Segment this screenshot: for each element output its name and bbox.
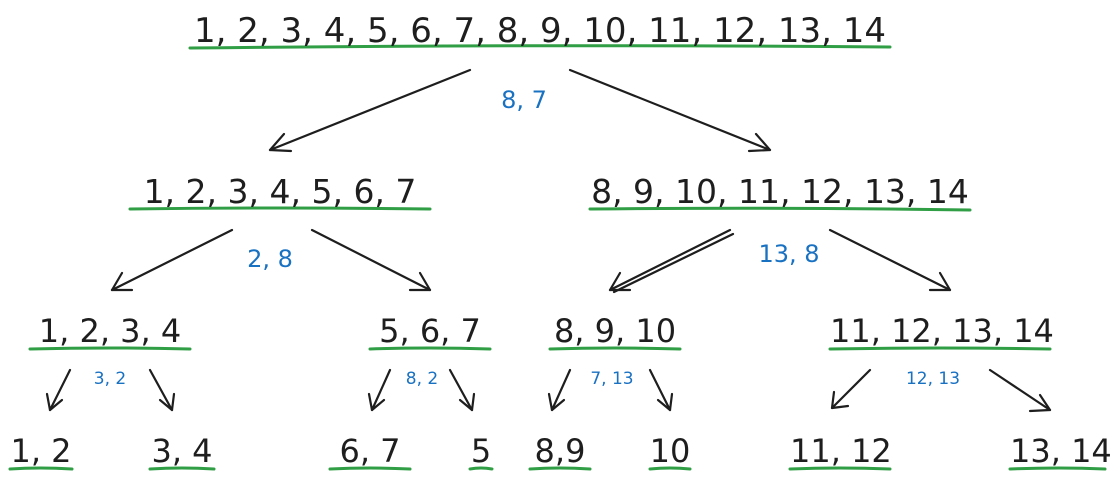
underline-leaf-4	[468, 466, 494, 471]
underline-leaf-1	[8, 466, 74, 471]
underline-leaf-8	[1008, 466, 1107, 471]
arrow-l2-d-left	[830, 368, 872, 410]
arrow-l2-c-left	[547, 368, 572, 412]
underline-l2-b	[368, 346, 492, 351]
arrow-l2-b-right	[448, 368, 476, 412]
arrow-l1-left-a	[110, 228, 234, 292]
arrow-l1-left-b	[310, 228, 432, 292]
underline-l2-c	[548, 346, 682, 351]
level2-node-d: 11, 12, 13, 14	[830, 312, 1054, 350]
level2-edge-label-a: 3, 2	[93, 369, 127, 389]
underline-leaf-3	[328, 466, 412, 471]
arrow-l2-d-right	[988, 368, 1052, 413]
leaf-node-7: 11, 12	[790, 432, 892, 470]
level2-node-b: 5, 6, 7	[379, 312, 481, 350]
node-underlines	[8, 44, 1107, 471]
level1-node-right: 8, 9, 10, 11, 12, 13, 14	[591, 172, 969, 211]
leaf-node-3: 6, 7	[339, 432, 401, 470]
level1-edge-label-left: 2, 8	[247, 245, 293, 273]
underline-l2-d	[828, 346, 1052, 351]
leaf-node-6: 10	[649, 432, 691, 470]
arrow-l1-right-b	[828, 228, 952, 292]
level1-node-left: 1, 2, 3, 4, 5, 6, 7	[143, 172, 417, 211]
arrow-l2-a-right	[148, 368, 176, 412]
leaf-node-2: 3, 4	[151, 432, 213, 470]
level2-edge-label-c: 7, 13	[590, 369, 634, 389]
underline-leaf-7	[788, 466, 892, 471]
arrow-l2-b-left	[367, 368, 392, 412]
arrow-root-right	[568, 68, 772, 153]
level2-edge-label-d: 12, 13	[905, 369, 961, 389]
level2-node-a: 1, 2, 3, 4	[38, 312, 182, 350]
level1-edge-label-right: 13, 8	[758, 240, 820, 268]
underline-l1-left	[128, 206, 432, 211]
leaf-node-8: 13, 14	[1010, 432, 1112, 470]
underline-leaf-6	[648, 466, 692, 471]
root-edge-label: 8, 7	[501, 86, 547, 114]
leaf-node-1: 1, 2	[10, 432, 72, 470]
underline-leaf-5	[528, 466, 592, 471]
root-node: 1, 2, 3, 4, 5, 6, 7, 8, 9, 10, 11, 12, 1…	[193, 11, 886, 51]
level2-node-c: 8, 9, 10	[553, 312, 677, 350]
leaf-node-5: 8,9	[534, 432, 586, 470]
underline-leaf-2	[148, 466, 216, 471]
arrow-l2-a-left	[45, 368, 72, 412]
level2-edge-label-b: 8, 2	[405, 369, 439, 389]
arrow-l1-right-a	[608, 228, 735, 294]
leaf-node-4: 5	[470, 432, 492, 470]
underline-l1-right	[588, 206, 972, 212]
arrow-l2-c-right	[648, 368, 674, 412]
underline-l2-a	[28, 346, 192, 351]
underline-root	[188, 44, 892, 50]
arrow-root-left	[268, 68, 472, 153]
